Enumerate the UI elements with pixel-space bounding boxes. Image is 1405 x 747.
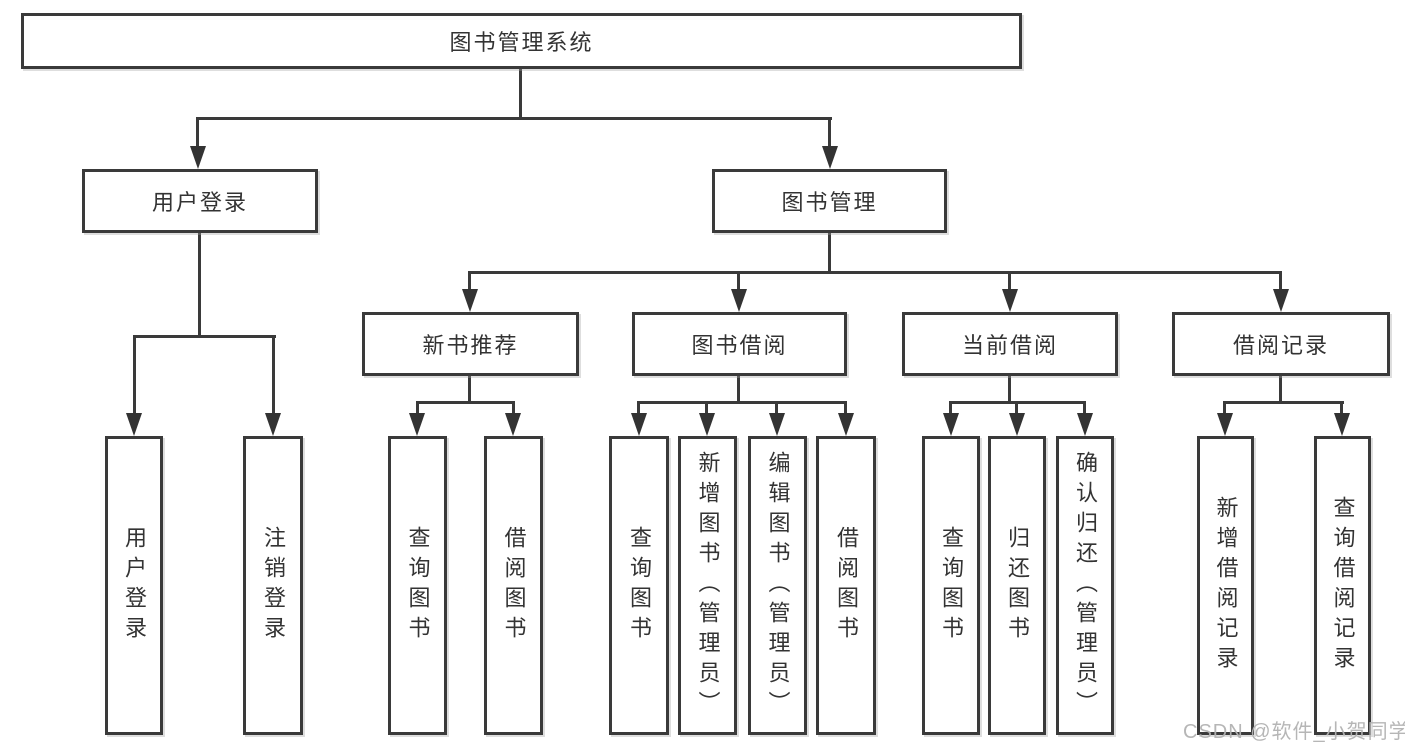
leaf-label: 归还图书 [1005, 525, 1030, 646]
connector-drop [637, 401, 640, 415]
connector-book-mgmt-rail [468, 271, 1282, 274]
connector-drop [1223, 401, 1226, 415]
connector-records-stem [1279, 376, 1282, 404]
leaf-label: 查询借阅记录 [1330, 495, 1356, 676]
connector-drop [1015, 401, 1018, 415]
leaf-label: 编辑图书（管理员） [765, 450, 791, 721]
connector-drop [949, 401, 952, 415]
leaf-label: 查询图书 [939, 525, 964, 646]
node-book-borrow: 图书借阅 [632, 312, 847, 376]
connector-drop-records [1279, 271, 1282, 291]
connector-borrow-rail [638, 401, 847, 404]
connector-drop-new-books [468, 271, 471, 291]
leaf-label: 借阅图书 [501, 525, 527, 646]
leaf-recommend-borrow-books: 借阅图书 [484, 436, 543, 735]
connector-user-login-rail [133, 335, 276, 338]
leaf-label: 用户登录 [122, 525, 147, 646]
leaf-label: 查询图书 [405, 525, 431, 646]
arrow-down-icon [769, 413, 785, 436]
connector-user-login-stem [198, 233, 201, 338]
connector-borrow-stem [737, 376, 740, 404]
connector-drop-leaf-logout [272, 335, 275, 415]
leaf-label: 新增借阅记录 [1213, 495, 1239, 676]
connector-new-books-rail [416, 401, 515, 404]
leaf-borrow-books: 借阅图书 [816, 436, 876, 735]
connector-drop-leaf-login [133, 335, 136, 415]
connector-drop [1340, 401, 1343, 415]
connector-drop [416, 401, 419, 415]
leaf-recommend-query-books: 查询图书 [388, 436, 447, 735]
leaf-label: 查询图书 [627, 525, 652, 646]
leaf-label: 注销登录 [261, 525, 286, 646]
arrow-down-icon [822, 146, 838, 169]
leaf-label: 新增图书（管理员） [695, 450, 721, 721]
arrow-down-icon [126, 413, 142, 436]
arrow-down-icon [190, 146, 206, 169]
arrow-down-icon [1002, 289, 1018, 312]
connector-drop [705, 401, 708, 415]
leaf-label: 借阅图书 [834, 525, 859, 646]
leaf-query-borrow-record: 查询借阅记录 [1314, 436, 1371, 735]
connector-drop-book-mgmt [828, 117, 831, 149]
leaf-borrow-query-books: 查询图书 [609, 436, 669, 735]
leaf-return-books: 归还图书 [988, 436, 1046, 735]
node-book-mgmt: 图书管理 [712, 169, 947, 233]
arrow-down-icon [699, 413, 715, 436]
leaf-label: 确认归还（管理员） [1073, 450, 1098, 721]
leaf-borrow-add-books-admin: 新增图书（管理员） [678, 436, 737, 735]
arrow-down-icon [1334, 413, 1350, 436]
connector-drop [775, 401, 778, 415]
connector-drop [844, 401, 847, 415]
connector-drop-current [1008, 271, 1011, 291]
connector-drop-user-login [196, 117, 199, 149]
arrow-down-icon [1217, 413, 1233, 436]
arrow-down-icon [462, 289, 478, 312]
arrow-down-icon [943, 413, 959, 436]
connector-book-mgmt-stem [828, 233, 831, 274]
arrow-down-icon [1077, 413, 1093, 436]
arrow-down-icon [409, 413, 425, 436]
connector-current-rail [950, 401, 1086, 404]
node-user-login: 用户登录 [82, 169, 318, 233]
arrow-down-icon [631, 413, 647, 436]
leaf-current-query-books: 查询图书 [922, 436, 980, 735]
node-borrow-records: 借阅记录 [1172, 312, 1390, 376]
leaf-user-login: 用户登录 [105, 436, 163, 735]
arrow-down-icon [265, 413, 281, 436]
connector-drop [512, 401, 515, 415]
leaf-confirm-return-admin: 确认归还（管理员） [1056, 436, 1114, 735]
arrow-down-icon [505, 413, 521, 436]
leaf-borrow-edit-books-admin: 编辑图书（管理员） [748, 436, 807, 735]
connector-records-rail [1224, 401, 1344, 404]
node-new-books: 新书推荐 [362, 312, 579, 376]
arrow-down-icon [1273, 289, 1289, 312]
arrow-down-icon [1009, 413, 1025, 436]
connector-drop-borrow [737, 271, 740, 291]
node-library-system: 图书管理系统 [21, 13, 1022, 69]
node-current-borrow: 当前借阅 [902, 312, 1118, 376]
connector-drop [1083, 401, 1086, 415]
leaf-logout: 注销登录 [243, 436, 303, 735]
leaf-add-borrow-record: 新增借阅记录 [1197, 436, 1254, 735]
connector-root-stem [519, 69, 522, 119]
connector-new-books-stem [468, 376, 471, 404]
arrow-down-icon [838, 413, 854, 436]
connector-root-rail [196, 117, 832, 120]
csdn-watermark: CSDN @软件_小贺同学 [1183, 721, 1405, 743]
connector-current-stem [1008, 376, 1011, 404]
arrow-down-icon [731, 289, 747, 312]
